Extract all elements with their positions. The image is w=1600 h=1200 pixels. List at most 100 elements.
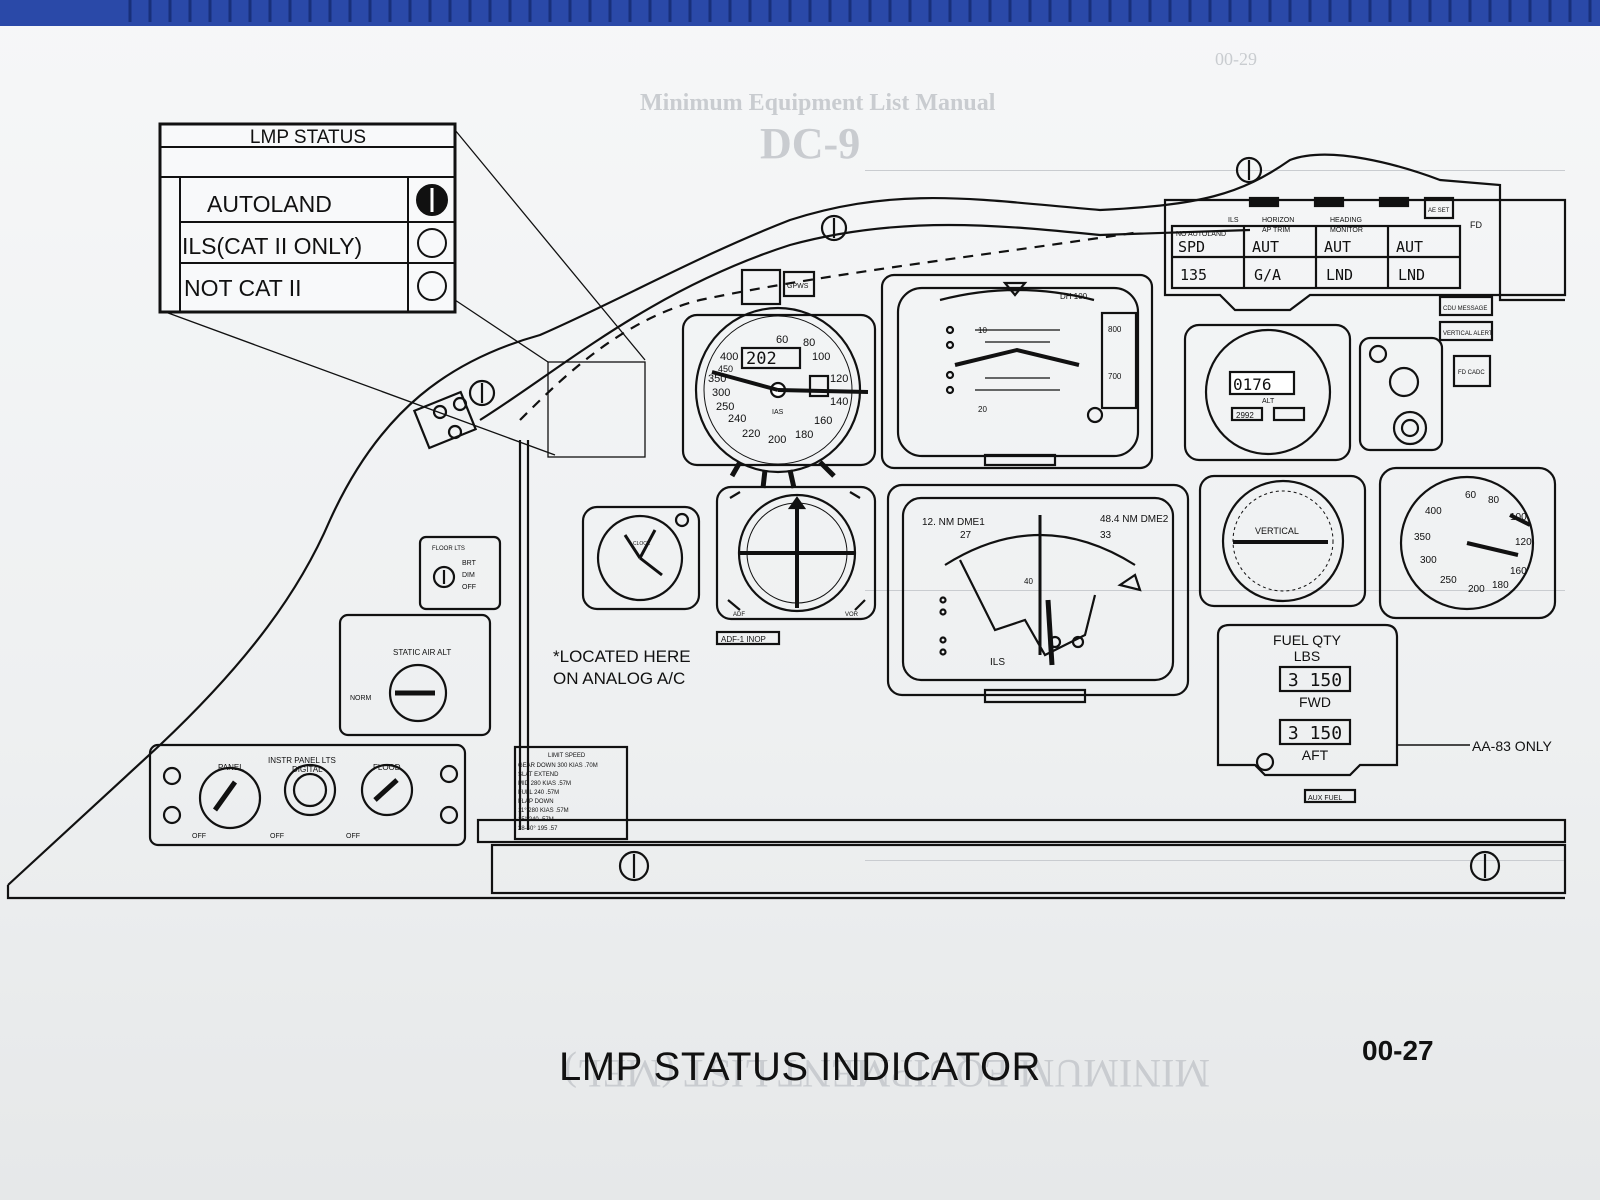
hsi-ils: ILS <box>990 657 1005 668</box>
hsi-33: 33 <box>1100 530 1112 541</box>
sasi-350: 350 <box>1414 532 1431 543</box>
gpws-button <box>782 270 816 298</box>
fuel-aft-value: 3 150 <box>1288 723 1342 744</box>
spiral-binding <box>0 0 1600 26</box>
hsi-40: 40 <box>1024 577 1033 586</box>
ghost-page-ref: 00-29 <box>1215 49 1257 69</box>
limit-row-3: FULL 240 .57M <box>518 790 559 796</box>
instr-lts-off-2: OFF <box>270 833 284 840</box>
annun-aut-3: AUT <box>1396 238 1423 256</box>
static-air-norm: NORM <box>350 695 372 702</box>
sasi-400: 400 <box>1425 506 1442 517</box>
fuel-aft-label: AFT <box>1302 747 1329 763</box>
standby-gauge <box>1358 336 1444 452</box>
not-cat2-indicator-light <box>417 271 447 301</box>
adi-700: 700 <box>1108 372 1122 381</box>
ghost-mirrored-title: MINIMUM EQUIPMENT LIST (MEL) <box>564 1051 1210 1096</box>
limit-row-6: 15° 240 .57M <box>518 817 554 823</box>
static-air-title: STATIC AIR ALT <box>393 648 451 657</box>
asi-tick-350: 350 <box>708 373 726 385</box>
panel-outline <box>6 153 1565 900</box>
fd-cadc-button <box>1452 354 1492 388</box>
annun-lnd-1: LND <box>1326 266 1353 284</box>
asi-tick-80: 80 <box>803 337 815 349</box>
annun-aut-2: AUT <box>1324 238 1351 256</box>
fuel-fwd-label: FWD <box>1299 694 1331 710</box>
annun-no-autoland: NO AUTOLAND <box>1176 231 1226 238</box>
panel-inner-line <box>479 223 1251 421</box>
binding-rings <box>128 0 1592 22</box>
floor-lts-off: OFF <box>462 584 476 591</box>
limit-row-1: SLAT EXTEND <box>518 772 559 778</box>
asi-tick-100: 100 <box>812 351 830 363</box>
asi-tick-220: 220 <box>742 428 760 440</box>
limit-speed-title: LIMIT SPEED <box>548 753 586 759</box>
callout-target <box>547 361 646 458</box>
gpws-label: GPWS <box>787 283 809 290</box>
vsi-label: VERTICAL <box>1255 526 1299 536</box>
fuel-quantity-indicator <box>1216 623 1399 804</box>
cdu-message-label: CDU MESSAGE <box>1443 306 1487 312</box>
asi-tick-60: 60 <box>776 334 788 346</box>
annun-aut-1: AUT <box>1252 238 1279 256</box>
page-number: 00-27 <box>1362 1035 1434 1066</box>
panel-labels: NO AUTOLAND ILS HORIZON HEADING AP TRIM … <box>192 208 1553 840</box>
instrument-panel-lights <box>148 743 467 847</box>
sasi-250: 250 <box>1440 575 1457 586</box>
floor-lts-dim: DIM <box>462 572 475 579</box>
lmp-row-autoland: AUTOLAND <box>207 191 332 217</box>
sasi-300: 300 <box>1420 555 1437 566</box>
instr-lts-off-3: OFF <box>346 833 360 840</box>
clock-label: CLOCK <box>633 541 651 547</box>
asi-tick-250: 250 <box>716 401 734 413</box>
adi-800: 800 <box>1108 325 1122 334</box>
ghost-bleed-through: 00-29 Minimum Equipment List Manual DC-9… <box>564 49 1565 1096</box>
altimeter <box>1183 323 1352 462</box>
static-air-panel <box>338 613 492 737</box>
annun-heading: HEADING <box>1330 217 1362 224</box>
lower-rail-bottom <box>490 843 1567 895</box>
vertical-alert-button <box>1438 320 1494 342</box>
altimeter-label: ALT <box>1262 398 1275 405</box>
lmp-row-ils-cat2: ILS(CAT II ONLY) <box>182 233 362 259</box>
fd-cadc-label: FD CADC <box>1458 370 1485 376</box>
located-note-line1: *LOCATED HERE <box>553 647 691 666</box>
gpws-left-button <box>740 268 782 306</box>
annunciator-panel <box>1163 196 1567 312</box>
floor-lts-title: FLOOR LTS <box>432 546 465 552</box>
instr-lts-digital: DIGITAL <box>292 765 323 774</box>
fuel-title: FUEL QTY <box>1273 632 1342 648</box>
annun-spd: SPD <box>1178 238 1205 256</box>
airspeed-window: 202 <box>746 349 777 369</box>
annun-lnd-2: LND <box>1398 266 1425 284</box>
altimeter-baro: 2992 <box>1236 411 1254 420</box>
instr-lts-flood: FLOOD <box>373 763 401 772</box>
figure-caption: LMP STATUS INDICATOR <box>559 1045 1041 1089</box>
ils-indicator-light <box>417 228 447 258</box>
altimeter-window: 0176 <box>1233 375 1272 394</box>
annun-monitor: MONITOR <box>1330 227 1363 234</box>
limit-speed-placard <box>513 745 629 841</box>
ghost-manual-title: Minimum Equipment List Manual <box>640 90 996 116</box>
callout-lines <box>159 129 646 456</box>
ghost-model: DC-9 <box>760 119 860 168</box>
limit-row-0: GEAR DOWN 300 KIAS .70M <box>518 763 598 769</box>
located-note-line2: ON ANALOG A/C <box>553 669 685 688</box>
asi-tick-450: 450 <box>718 364 733 374</box>
airspeed-indicator <box>681 306 877 489</box>
radio-magnetic-indicator <box>715 485 877 646</box>
annun-ga: G/A <box>1254 266 1281 284</box>
sasi-160: 160 <box>1510 566 1527 577</box>
lower-rail-top <box>476 818 1567 844</box>
asi-tick-240: 240 <box>728 413 746 425</box>
adi-10: 10 <box>978 326 987 335</box>
fuel-fwd-value: 3 150 <box>1288 670 1342 691</box>
adi-20: 20 <box>978 405 987 414</box>
asi-tick-160: 160 <box>814 415 832 427</box>
asi-label: IAS <box>772 409 784 416</box>
fastener-screws <box>468 156 1501 882</box>
sasi-180: 180 <box>1492 580 1509 591</box>
sasi-100: 100 <box>1510 512 1527 523</box>
